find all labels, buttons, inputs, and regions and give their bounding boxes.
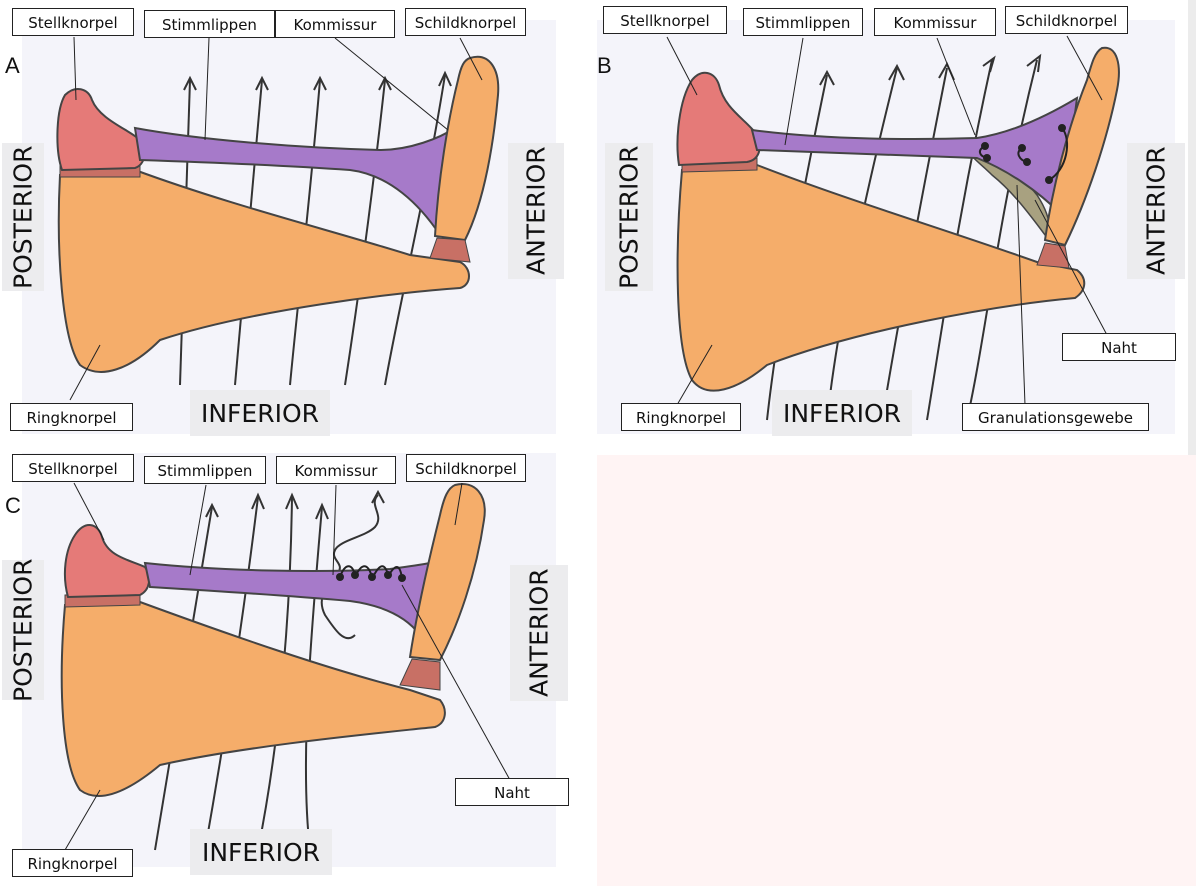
panel-letter: C (5, 493, 21, 518)
label-stimmlippen: Stimmlippen (144, 10, 275, 38)
ringknorpel-shape (57, 168, 470, 373)
label-naht: Naht (1062, 333, 1176, 361)
label-kommissur: Kommissur (276, 456, 396, 484)
label-stimmlippen: Stimmlippen (743, 8, 863, 36)
larynx-drawing-c (60, 482, 511, 851)
label-stimmlippen: Stimmlippen (144, 456, 266, 484)
label-kommissur: Kommissur (874, 8, 996, 36)
empty-panel-area (597, 455, 1196, 886)
label-ringknorpel: Ringknorpel (10, 403, 133, 431)
stellknorpel-shape (56, 88, 146, 172)
panel-c: C Stellknorpel Stimmlippen Kommissur Sch… (0, 445, 597, 886)
direction-inferior: INFERIOR (190, 829, 332, 875)
label-ringknorpel: Ringknorpel (12, 849, 133, 877)
label-kommissur: Kommissur (275, 10, 395, 38)
label-granulationsgewebe: Granulationsgewebe (962, 403, 1149, 431)
schildknorpel-shape (408, 483, 486, 662)
naht-stitches (979, 124, 1069, 184)
panel-letter: B (597, 53, 612, 78)
direction-anterior: ANTERIOR (510, 565, 568, 701)
label-stellknorpel: Stellknorpel (12, 454, 134, 482)
label-naht: Naht (455, 778, 569, 806)
leader-lines (64, 482, 511, 851)
larynx-drawing-a (56, 36, 500, 401)
leader-lines (69, 36, 483, 401)
direction-anterior: ANTERIOR (508, 143, 564, 279)
stellknorpel-shape (63, 524, 151, 599)
direction-posterior: POSTERIOR (2, 558, 44, 702)
panel-b: B Stellknorpel Stimmlippen Kommissur Sch… (597, 0, 1196, 440)
label-ringknorpel: Ringknorpel (621, 403, 741, 431)
label-schildknorpel: Schildknorpel (1005, 6, 1128, 34)
suture-thread (320, 494, 380, 640)
stellknorpel-shape (676, 71, 761, 167)
larynx-drawing-b (666, 35, 1120, 421)
label-schildknorpel: Schildknorpel (406, 454, 526, 482)
leader-lines (666, 35, 1108, 406)
label-stellknorpel: Stellknorpel (12, 8, 134, 36)
airflow-lines (179, 70, 452, 386)
ringknorpel-shape (676, 163, 1086, 392)
direction-posterior: POSTERIOR (2, 143, 44, 291)
naht-stitches (336, 565, 406, 582)
panel-letter: A (5, 53, 20, 78)
label-schildknorpel: Schildknorpel (405, 8, 526, 36)
ringknorpel-shape (60, 600, 446, 797)
direction-inferior: INFERIOR (772, 390, 912, 436)
direction-posterior: POSTERIOR (605, 143, 653, 291)
direction-anterior: ANTERIOR (1127, 143, 1185, 279)
panel-a: A Stellknorpel Stimmlippen Kommissur Sch… (0, 0, 597, 440)
label-stellknorpel: Stellknorpel (603, 6, 727, 34)
right-edge-strip (1188, 0, 1196, 455)
direction-inferior: INFERIOR (190, 390, 330, 436)
